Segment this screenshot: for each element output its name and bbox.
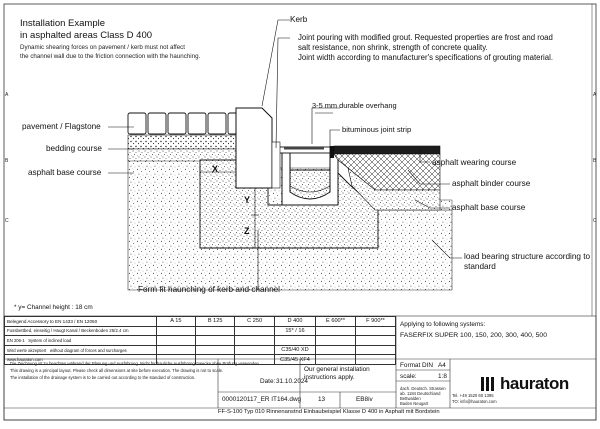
side-marker-right-a: A xyxy=(593,92,597,98)
title-line-1: Installation Example xyxy=(20,18,106,29)
tb-row3-a: EN 206-1 xyxy=(7,337,25,343)
tb-row5-d400: C35/45 XF4 xyxy=(273,354,317,365)
label-wearing-course: asphalt wearing course xyxy=(432,158,517,167)
title-line-2: in asphalted areas Class D 400 xyxy=(20,30,153,41)
drawing-number: 0000120117_ER IT164.dwg xyxy=(222,396,302,403)
label-pavement: pavement / Flagstone xyxy=(22,122,101,131)
address-3: Bettwalden xyxy=(400,396,421,401)
leader-lines xyxy=(108,19,462,290)
tb-row2-label: Fussbettbed, einseitig / Haugt Kanal / B… xyxy=(4,325,157,337)
side-marker-right-b: B xyxy=(593,158,597,164)
side-marker-left-c: C xyxy=(5,218,9,224)
label-asphalt-base-left: asphalt base course xyxy=(28,168,102,177)
tb-class-d400: D 400 xyxy=(273,316,317,327)
title-note-2: the channel wall due to the friction con… xyxy=(20,53,201,60)
label-bedding: bedding course xyxy=(46,144,102,153)
channel-height-note: * y= Channel height : 18 cm xyxy=(14,304,93,311)
dimension-y: Y xyxy=(244,195,251,205)
company-logo-text: hauraton xyxy=(500,374,569,393)
tb-class-f900: F 900** xyxy=(355,316,396,327)
date-value: 31.10.2024 xyxy=(276,378,308,385)
footer-description: FF-S-100 Typ 010 Rinnenanstnd Einbaubeis… xyxy=(218,409,440,415)
scale-label: scale: xyxy=(400,373,417,380)
dimension-z: Z xyxy=(244,226,250,236)
kerb-stone xyxy=(235,107,273,189)
label-joint-3: Joint width according to manufacturer's … xyxy=(298,53,554,62)
label-binder-course: asphalt binder course xyxy=(452,179,531,188)
asphalt-base-right xyxy=(347,167,441,211)
label-overhang: 3-5 mm durable overhang xyxy=(312,101,397,110)
side-marker-left-b: B xyxy=(5,158,9,164)
tb-row1-label: Belegend Accessory to EN 1433 / EN 12050 xyxy=(4,316,157,327)
format-value: A4 xyxy=(438,362,446,369)
label-joint-1: Joint pouring with modified grout. Reque… xyxy=(298,33,553,42)
tb-class-b125: B 125 xyxy=(194,316,236,327)
disclaimer-3: The installation of the drainage system … xyxy=(10,375,196,380)
tb-class-c250: C 250 xyxy=(234,316,275,327)
date-label: Date: xyxy=(260,378,276,385)
asphalt-base-left xyxy=(127,148,237,162)
label-load-bearing-1: load bearing structure according to xyxy=(464,252,591,261)
applying-systems: FASERFIX SUPER 100, 150, 200, 300, 400, … xyxy=(400,332,547,339)
dimension-x: X xyxy=(212,164,219,174)
bedding-course xyxy=(127,134,241,150)
tb-class-e600: E 600** xyxy=(315,316,357,327)
email: TO: info@hauraton.com xyxy=(452,399,497,404)
label-haunching: Form fit haunching of kerb and channel xyxy=(138,285,281,294)
title-note-1: Dynamic shearing forces on pavement / ke… xyxy=(20,44,185,51)
label-load-bearing-2: standard xyxy=(464,262,496,271)
label-joint-2: salt resistance, non shrink, strength of… xyxy=(298,43,488,52)
sheet-number: 13 xyxy=(318,396,326,403)
tb-row4-d400: C35/40 XD xyxy=(273,344,317,356)
side-marker-right-c: C xyxy=(593,218,597,224)
format-label: Format DIN xyxy=(400,362,434,369)
label-asphalt-base-right: asphalt base course xyxy=(452,203,526,212)
address-4: Baden Neugart xyxy=(400,401,429,406)
general-note-2: instructions apply. xyxy=(304,374,355,381)
address-1: dach. Deutsch. Strassen xyxy=(400,386,446,391)
label-kerb: Kerb xyxy=(290,15,308,24)
applying-label: Applying to following systems: xyxy=(400,321,486,328)
tb-row3-b: System of inclined load xyxy=(28,337,72,343)
sheet-code: EB8iv xyxy=(356,396,373,403)
general-note-1: Our general installation xyxy=(304,366,370,373)
hauraton-logo-icon xyxy=(481,377,494,391)
scale-value: 1:8 xyxy=(438,373,447,380)
label-bituminous-strip: bituminous joint strip xyxy=(342,125,412,134)
asphalt-wearing-course xyxy=(333,145,441,155)
side-marker-left-a: A xyxy=(5,92,9,98)
phone: Tel. +49 1520 60 1395 xyxy=(452,393,494,398)
address-2: ab. 1184 Deutschland xyxy=(400,391,441,396)
disclaimer-1: Die Zeichnung ist zu beachten während de… xyxy=(10,361,261,366)
bituminous-joint-strip xyxy=(330,146,334,158)
disclaimer-2: This drawing is a principal layout. Plea… xyxy=(10,368,224,373)
tb-row4-a: Wird werte akzeptiert xyxy=(7,347,47,353)
paving-stones xyxy=(127,112,243,135)
dimension-lines xyxy=(199,112,333,249)
load-class-table: Belegend Accessory to EN 1433 / EN 12050… xyxy=(4,316,396,365)
tb-row2-d400: 15* / 16 xyxy=(273,325,317,337)
tb-row4-b: without diagram of forces and surcharges xyxy=(49,347,127,353)
tb-class-a15: A 15 xyxy=(155,316,196,327)
